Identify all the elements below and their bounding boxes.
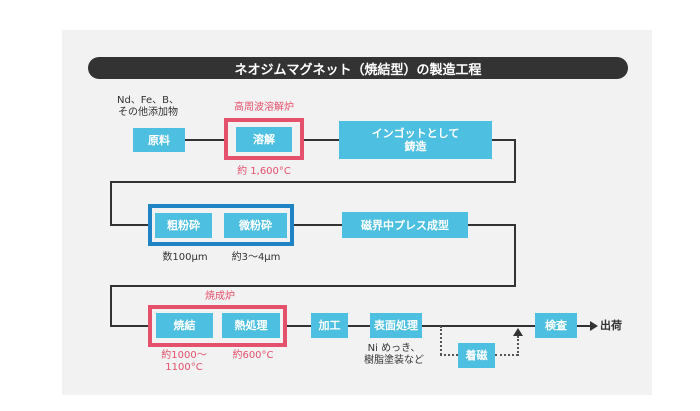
machining-box: 加工 [311,313,348,338]
connector [422,325,535,327]
connector [514,139,516,183]
sintering-furnace-frame [148,305,287,347]
connector [185,139,225,141]
connector [577,325,591,327]
sintering-furnace-label: 焼成炉 [205,291,235,302]
surface-treatment-note: Ni めっき、 樹脂塗装など [364,343,424,366]
raw-material-box: 原料 [133,128,185,152]
connector [110,181,112,226]
field-press-box: 磁界中プレス成型 [342,212,468,238]
surface-treatment-box: 表面処理 [370,313,422,338]
connector [110,325,150,327]
induction-furnace-label: 高周波溶解炉 [234,102,294,113]
heat-treatment-box: 熱処理 [222,313,280,338]
heat-treatment-temperature: 約600°C [232,350,274,361]
connector [110,285,112,327]
fine-milling-box: 微粉砕 [224,213,287,238]
connector [110,285,516,287]
inspection-box: 検査 [535,313,577,338]
connector [294,224,342,226]
connector [468,224,515,226]
connector [287,325,311,327]
connector [492,139,515,141]
fine-particle-size: 約3〜4μm [231,252,281,263]
arrow-up-icon [513,328,523,336]
ingot-casting-box: インゴットとして 鋳造 [339,121,492,159]
dotted-connector [495,354,518,356]
sintering-temperature: 約1000〜 1100°C [161,350,207,373]
connector [514,224,516,286]
sintering-box: 焼結 [156,313,213,338]
coarse-milling-box: 粗粉砕 [155,213,212,238]
melting-box: 溶解 [236,127,292,152]
dotted-connector [440,326,442,355]
arrow-head-icon [590,321,598,331]
diagram-title: ネオジムマグネット（焼結型）の製造工程 [88,57,628,79]
connector [303,139,340,141]
shipping-label: 出荷 [600,319,622,332]
magnetizing-box: 着磁 [458,343,495,368]
connector [110,181,516,183]
coarse-particle-size: 数100μm [162,252,208,263]
connector [348,325,370,327]
milling-frame [148,204,294,246]
dotted-connector [440,354,458,356]
connector [110,224,150,226]
input-materials-note: Nd、Fe、B、 その他添加物 [116,95,180,118]
melting-temperature: 約 1,600°C [237,166,291,177]
dotted-connector [517,336,519,356]
induction-furnace-frame [224,118,304,160]
